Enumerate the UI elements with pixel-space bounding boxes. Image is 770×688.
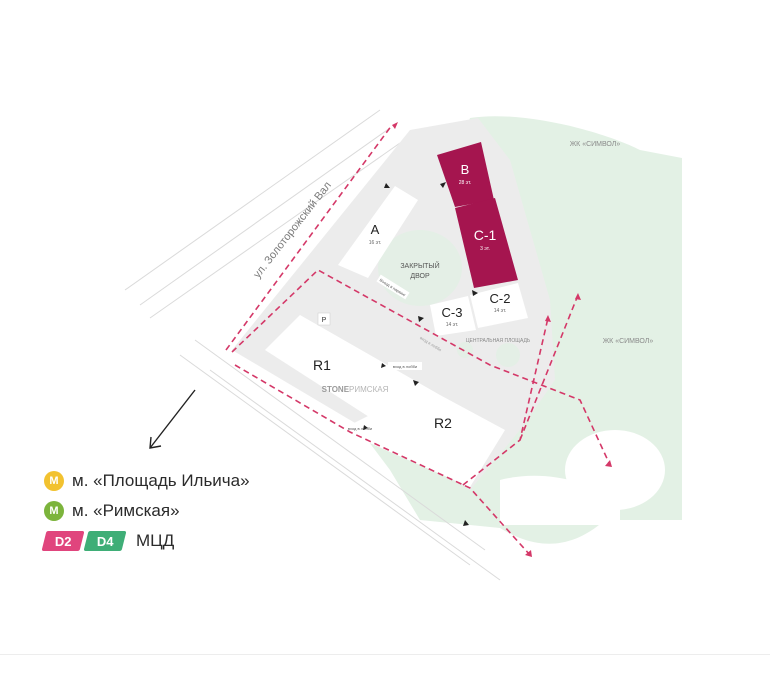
mcd-d4-label: D4 [96, 533, 114, 549]
arrow-icon [472, 290, 478, 296]
entrance-r2-label: вход в лобби [348, 426, 372, 431]
route-south [234, 364, 531, 556]
metro-icon: М [44, 501, 64, 521]
brand-label: STONEРИМСКАЯ [322, 385, 389, 394]
building-c3[interactable] [430, 296, 476, 336]
building-c2-label: C-2 [490, 291, 511, 306]
arrow-icon [381, 363, 386, 368]
central-square-label: ЦЕНТРАЛЬНАЯ ПЛОЩАДЬ [466, 338, 531, 344]
route-ne [519, 294, 579, 441]
route-arrow-icon [392, 122, 398, 129]
entrance-r2-tag [343, 424, 377, 432]
plaza-circle [457, 342, 473, 358]
legend-metro-2: М м. «Римская» [44, 496, 250, 526]
mcd-d2-label: D2 [54, 533, 72, 549]
plaza-circle [496, 343, 520, 367]
courtyard-label: ДВОР [410, 273, 430, 280]
entrance-r1-label: вход в лобби [393, 364, 417, 369]
brand-name: РИМСКАЯ [349, 385, 389, 394]
arrow-icon [363, 425, 368, 430]
route-arrow-icon [525, 550, 532, 557]
legend-metro-1: М м. «Площадь Ильича» [44, 466, 250, 496]
gate-tag [376, 274, 410, 300]
green-plaza [565, 430, 665, 510]
building-b-label: B [461, 162, 470, 177]
parking-icon: P [322, 317, 327, 324]
courtyard-label: ЗАКРЫТЫЙ [400, 261, 439, 270]
building-c1[interactable] [455, 198, 518, 288]
arrow-icon [413, 380, 419, 386]
building-a-label: A [371, 222, 380, 237]
arrow-icon [418, 316, 424, 322]
building-c3-floors: 14 эт. [446, 322, 459, 328]
building-a[interactable] [338, 186, 418, 278]
building-r2[interactable] [340, 395, 505, 487]
legend-metro-1-label: м. «Площадь Ильича» [72, 471, 250, 490]
brand-stone: STONE [322, 385, 350, 394]
direction-arrow-icon [149, 389, 196, 449]
metro-icon: М [44, 471, 64, 491]
parking-sign [317, 312, 331, 326]
route-arrowheads [392, 122, 612, 557]
arrow-icon [384, 183, 390, 188]
building-b-floors: 28 эт. [459, 180, 472, 186]
mcd-d4-badge: D4 [83, 531, 127, 551]
route-arrow-icon [605, 460, 612, 467]
routes [225, 124, 611, 556]
arrow-icon [440, 182, 446, 188]
building-c1-floors: 3 эт. [480, 246, 490, 252]
divider [0, 654, 770, 655]
building-b[interactable] [437, 142, 494, 207]
building-c3-label: C-3 [442, 305, 463, 320]
route-inner [231, 269, 611, 466]
legend-metro-2-label: м. «Римская» [72, 501, 180, 520]
building-c2[interactable] [470, 283, 528, 328]
neighbor-complex-top: ЖК «СИМВОЛ» [570, 141, 621, 148]
entrance-arrows [363, 182, 478, 526]
building-c2-floors: 14 эт. [494, 308, 507, 314]
legend-mcd-label: МЦД [136, 531, 175, 550]
building-r1-label: R1 [313, 357, 331, 373]
legend-mcd: D2 D4 МЦД [41, 526, 250, 556]
route-street [225, 124, 393, 351]
building-a-floors: 16 эт. [369, 240, 382, 246]
route-arrow-icon [575, 293, 581, 300]
building-c1-label: C-1 [474, 227, 497, 243]
street-lines [124, 109, 501, 581]
legend: М м. «Площадь Ильича» М м. «Римская» D2 … [41, 466, 250, 556]
neighbor-complex-right: ЖК «СИМВОЛ» [603, 338, 654, 345]
entrance-r1-tag [388, 362, 422, 370]
route-arrow-icon [545, 315, 551, 322]
building-r2-label: R2 [434, 415, 452, 431]
arrow-icon [463, 520, 469, 526]
mcd-d2-badge: D2 [41, 531, 85, 551]
